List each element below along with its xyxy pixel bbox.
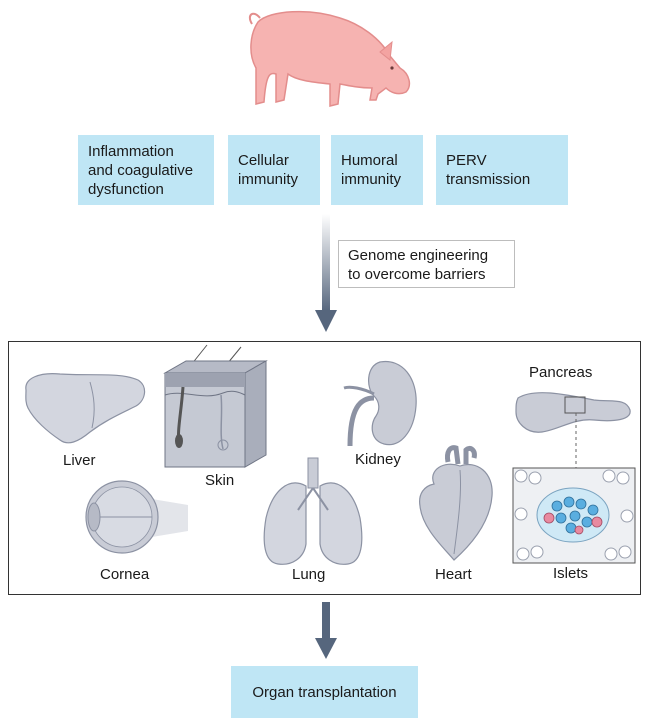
barrier-perv-line1: PERV bbox=[446, 152, 487, 169]
barrier-perv-line2: transmission bbox=[446, 171, 531, 188]
label-kidney: Kidney bbox=[355, 451, 401, 468]
barrier-humoral-line2: immunity bbox=[341, 171, 402, 188]
organ-transplantation-label: Organ transplantation bbox=[252, 683, 397, 701]
label-liver: Liver bbox=[63, 452, 96, 469]
kidney-icon bbox=[343, 360, 417, 447]
organ-transplantation-box: Organ transplantation bbox=[231, 666, 418, 718]
label-lung: Lung bbox=[292, 566, 326, 583]
pancreas-icon bbox=[515, 392, 631, 433]
barrier-cellular-immunity: Cellular immunity bbox=[228, 135, 320, 205]
note-line2: to overcome barriers bbox=[348, 266, 486, 283]
down-arrow-transplant bbox=[315, 602, 337, 659]
label-heart: Heart bbox=[435, 566, 472, 583]
note-line1: Genome engineering bbox=[348, 247, 489, 264]
lung-icon bbox=[263, 457, 363, 565]
barrier-humoral-line1: Humoral bbox=[341, 152, 398, 169]
cornea-icon bbox=[85, 480, 188, 554]
skin-icon bbox=[163, 344, 268, 468]
label-cornea: Cornea bbox=[100, 566, 150, 583]
genome-engineering-note: Genome engineering to overcome barriers bbox=[338, 240, 515, 288]
zoom-connector bbox=[575, 413, 577, 468]
barrier-cellular-line2: immunity bbox=[238, 171, 299, 188]
barrier-cellular-line1: Cellular bbox=[238, 152, 289, 169]
down-arrow-engineering bbox=[315, 214, 337, 332]
organs-panel bbox=[8, 341, 641, 595]
liver-icon bbox=[25, 373, 146, 444]
barrier-inflammation: Inflammation and coagulative dysfunction bbox=[78, 135, 214, 205]
label-islets: Islets bbox=[553, 565, 589, 582]
barrier-humoral-immunity: Humoral immunity bbox=[331, 135, 423, 205]
label-skin: Skin bbox=[205, 472, 235, 489]
barrier-inflammation-line3: dysfunction bbox=[88, 180, 164, 198]
barrier-inflammation-line1: Inflammation bbox=[88, 142, 174, 160]
barrier-inflammation-line2: and coagulative bbox=[88, 161, 194, 179]
barrier-perv-transmission: PERV transmission bbox=[436, 135, 568, 205]
label-pancreas: Pancreas bbox=[529, 364, 593, 381]
pig-illustration bbox=[248, 10, 411, 107]
islets-icon bbox=[512, 467, 636, 564]
heart-icon bbox=[419, 445, 493, 561]
